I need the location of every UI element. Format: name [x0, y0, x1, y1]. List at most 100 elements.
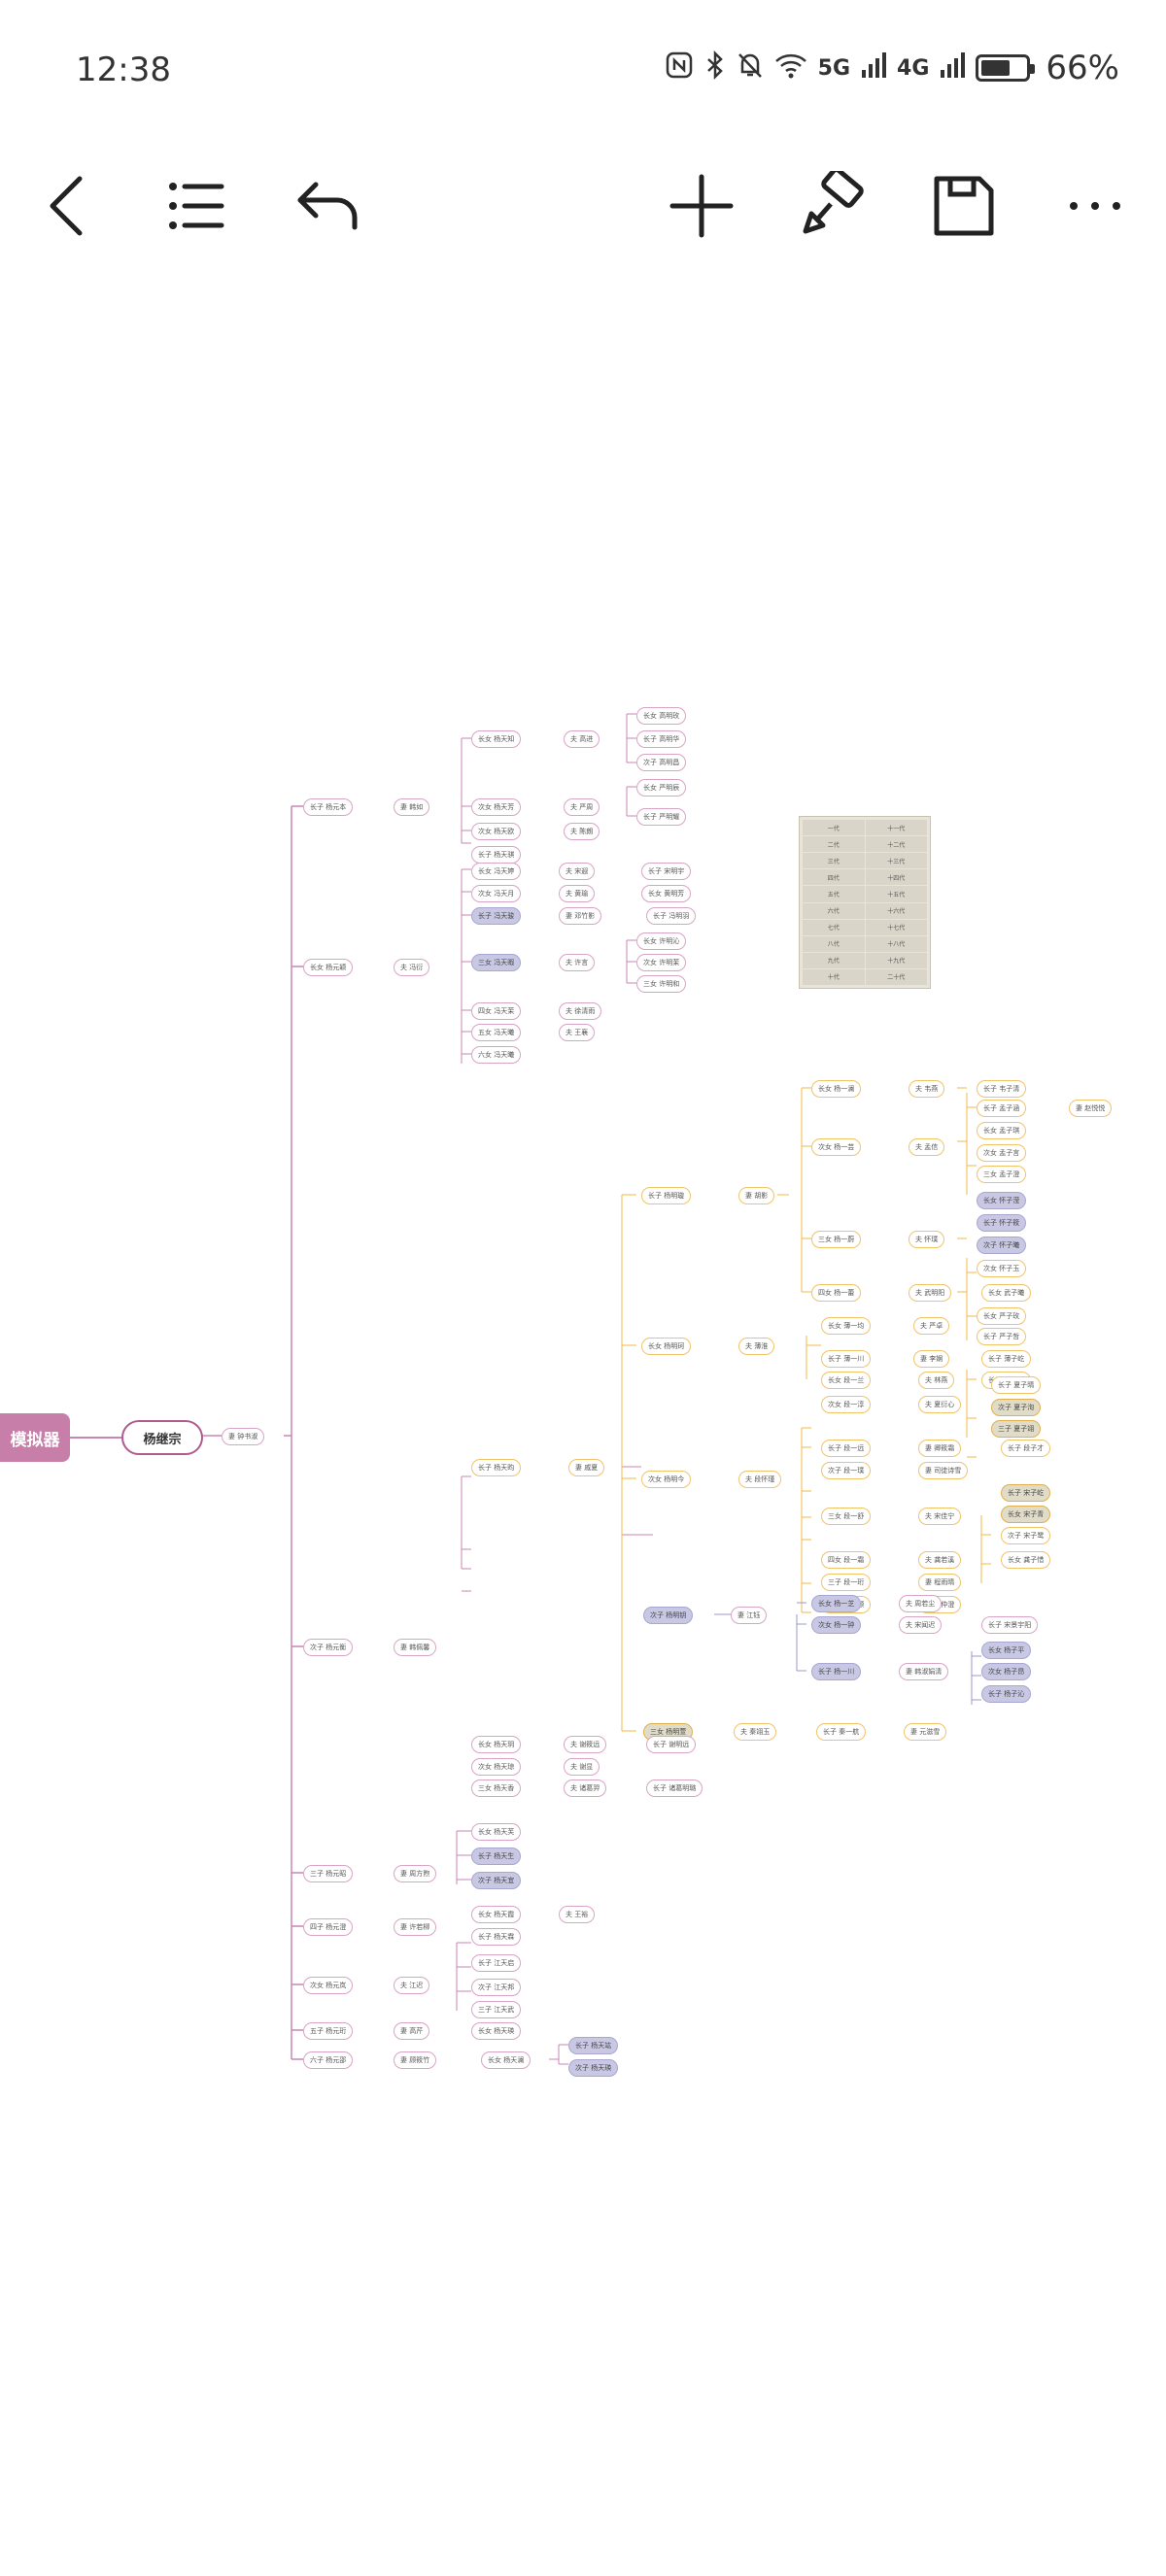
child-node[interactable]: 次子 杨明钥 — [643, 1607, 694, 1624]
grandchild-node[interactable]: 长子 段一远 — [821, 1440, 872, 1457]
grandchild-node[interactable]: 次女 杨一钟 — [811, 1616, 862, 1634]
spouse-node[interactable]: 夫 孟信 — [909, 1138, 945, 1156]
grandchild-node[interactable]: 三女 杨一蔚 — [811, 1231, 862, 1248]
grandchild-node[interactable]: 三子 段一珩 — [821, 1574, 872, 1591]
great-grandchild-node[interactable]: 长子 夏子晴 — [991, 1376, 1042, 1394]
child-node[interactable]: 六女 冯天曦 — [471, 1046, 522, 1064]
child-node[interactable]: 长女 冯天婷 — [471, 863, 522, 880]
branch-node[interactable]: 次女 杨元岚 — [303, 1977, 354, 1994]
spouse-node[interactable]: 夫 严周 — [564, 798, 600, 816]
spouse-node[interactable]: 夫 武明阳 — [909, 1284, 952, 1302]
child-node[interactable]: 长女 杨天霞 — [471, 1906, 522, 1923]
spouse-node[interactable]: 夫 薄淮 — [738, 1338, 775, 1355]
spouse-node[interactable]: 夫 严卓 — [913, 1317, 950, 1335]
grandchild-node[interactable]: 长子 谢明远 — [646, 1736, 697, 1753]
branch-node[interactable]: 长女 杨元颖 — [303, 959, 354, 976]
spouse-node[interactable]: 妻 周方煦 — [394, 1865, 437, 1882]
branch-node[interactable]: 长子 杨元本 — [303, 798, 354, 816]
grandchild-node[interactable]: 长子 宋明宇 — [641, 863, 692, 880]
more-button[interactable] — [1054, 165, 1136, 247]
grandchild-node[interactable]: 四女 杨一蕾 — [811, 1284, 862, 1302]
spouse-node[interactable]: 夫 高进 — [564, 730, 600, 748]
great-grandchild-node[interactable]: 长子 宋景宇阳 — [981, 1616, 1039, 1634]
great-grandchild-node[interactable]: 长女 武子曦 — [981, 1284, 1032, 1302]
great-grandchild-node[interactable]: 长子 韦子清 — [977, 1080, 1027, 1098]
child-node[interactable]: 长女 杨天澜 — [481, 2051, 532, 2069]
branch-node[interactable]: 六子 杨元邵 — [303, 2051, 354, 2069]
grandchild-node[interactable]: 三女 段一舒 — [821, 1508, 872, 1525]
child-node[interactable]: 五女 冯天曦 — [471, 1024, 522, 1041]
spouse-node[interactable]: 夫 王襄 — [559, 1024, 596, 1041]
great-grandchild-node[interactable]: 长女 杨子平 — [981, 1642, 1032, 1659]
spouse-node[interactable]: 夫 夏衍心 — [918, 1396, 962, 1413]
spouse-node[interactable]: 夫 陈朗 — [564, 823, 600, 840]
branch-node[interactable]: 五子 杨元珩 — [303, 2022, 354, 2040]
grandchild-node[interactable]: 次女 段一淳 — [821, 1396, 872, 1413]
spouse-node[interactable]: 夫 许言 — [559, 954, 596, 971]
great-grandchild-node[interactable]: 长子 宋子屹 — [1001, 1484, 1051, 1502]
grandchild-node[interactable]: 长女 薄一均 — [821, 1317, 872, 1335]
child-node[interactable]: 次子 杨天宜 — [471, 1872, 522, 1889]
spouse-node[interactable]: 妻 戚夏 — [568, 1459, 605, 1476]
back-button[interactable] — [29, 165, 111, 247]
spouse-node[interactable]: 妻 李娴 — [913, 1350, 950, 1368]
branch-node[interactable]: 次子 杨元衡 — [303, 1639, 354, 1656]
spouse-node[interactable]: 夫 龚若溪 — [918, 1551, 962, 1569]
child-node[interactable]: 次女 杨明今 — [641, 1471, 692, 1488]
spouse-node[interactable]: 夫 林燕 — [918, 1372, 955, 1389]
great-grandchild-node[interactable]: 次子 怀子曦 — [977, 1237, 1027, 1254]
mindmap-canvas[interactable]: 模拟器 杨继宗 妻 钟书淑 长子 杨元本 妻 韩如 长女 杨天知 夫 高进 长女… — [0, 680, 1166, 2137]
grandchild-node[interactable]: 长女 杨一澜 — [811, 1080, 862, 1098]
child-node[interactable]: 长女 杨明珂 — [641, 1338, 692, 1355]
grandchild-node[interactable]: 长女 杨一芝 — [811, 1595, 862, 1612]
spouse-node[interactable]: 夫 王裕 — [559, 1906, 596, 1923]
grandchild-node[interactable]: 次女 许明茉 — [636, 954, 687, 971]
spouse-node[interactable]: 夫 谢显 — [564, 1758, 600, 1776]
child-node[interactable]: 长子 冯天骏 — [471, 907, 522, 925]
spouse-node[interactable]: 夫 段怀瑾 — [738, 1471, 782, 1488]
grandchild-node[interactable]: 长女 段一兰 — [821, 1372, 872, 1389]
spouse-node[interactable]: 妻 江钰 — [731, 1607, 768, 1624]
spouse-node[interactable]: 妻 卿筱霜 — [918, 1440, 962, 1457]
child-node[interactable]: 长子 杨明璇 — [641, 1187, 692, 1204]
child-node[interactable]: 长女 杨天知 — [471, 730, 522, 748]
spouse-node[interactable]: 妻 韩佩馨 — [394, 1639, 437, 1656]
grandchild-node[interactable]: 次子 杨天瑛 — [568, 2059, 619, 2077]
child-node[interactable]: 长女 杨天芙 — [471, 1823, 522, 1841]
grandchild-node[interactable]: 长子 冯明羽 — [646, 907, 697, 925]
spouse-node[interactable]: 妻 顾筱竹 — [394, 2051, 437, 2069]
great-grandchild-node[interactable]: 长女 严子玫 — [977, 1307, 1027, 1325]
spouse-node[interactable]: 妻 邓竹影 — [559, 907, 602, 925]
grandchild-node[interactable]: 长子 薄一川 — [821, 1350, 872, 1368]
child-node[interactable]: 次子 江天邦 — [471, 1979, 522, 1996]
great-grandchild-node[interactable]: 长女 宋子青 — [1001, 1506, 1051, 1523]
central-topic[interactable]: 杨继宗 — [121, 1420, 203, 1455]
grandchild-node[interactable]: 次子 段一璞 — [821, 1462, 872, 1479]
spouse-node[interactable]: 夫 徐清雨 — [559, 1002, 602, 1020]
spouse-node[interactable]: 夫 冯衍 — [394, 959, 430, 976]
spouse-node[interactable]: 妻 韩如 — [394, 798, 430, 816]
great-grandchild-node[interactable]: 长子 怀子筱 — [977, 1214, 1027, 1232]
grandchild-node[interactable]: 长子 高明华 — [636, 730, 687, 748]
grandchild-node[interactable]: 长女 高明玫 — [636, 707, 687, 725]
grandchild-node[interactable]: 长子 杨一川 — [811, 1663, 862, 1680]
grandchild-node[interactable]: 长女 许明沁 — [636, 932, 687, 950]
spouse-node[interactable]: 妻 司徒诗雪 — [918, 1462, 969, 1479]
spouse-node[interactable]: 夫 宋遐 — [559, 863, 596, 880]
spouse-node[interactable]: 夫 韦燕 — [909, 1080, 945, 1098]
spouse-node[interactable]: 夫 江迟 — [394, 1977, 430, 1994]
grandchild-node[interactable]: 长子 秦一航 — [816, 1723, 867, 1741]
child-node[interactable]: 次女 冯天月 — [471, 885, 522, 902]
spouse-node[interactable]: 夫 谢筱远 — [564, 1736, 607, 1753]
great-grandchild-node[interactable]: 次女 怀子玉 — [977, 1260, 1027, 1277]
grandchild-node[interactable]: 次女 杨一芸 — [811, 1138, 862, 1156]
grandchild-node[interactable]: 长子 严明耀 — [636, 808, 687, 826]
great-grandchild-node[interactable]: 次女 孟子言 — [977, 1144, 1027, 1162]
outline-button[interactable] — [155, 165, 237, 247]
spouse-node[interactable]: 夫 秦翊玉 — [734, 1723, 777, 1741]
child-node[interactable]: 三女 杨天香 — [471, 1779, 522, 1797]
format-button[interactable] — [792, 165, 874, 247]
save-button[interactable] — [923, 165, 1005, 247]
great-grandchild-node[interactable]: 长女 孟子琪 — [977, 1122, 1027, 1139]
great-grandchild-node[interactable]: 长女 龚子惜 — [1001, 1551, 1051, 1569]
